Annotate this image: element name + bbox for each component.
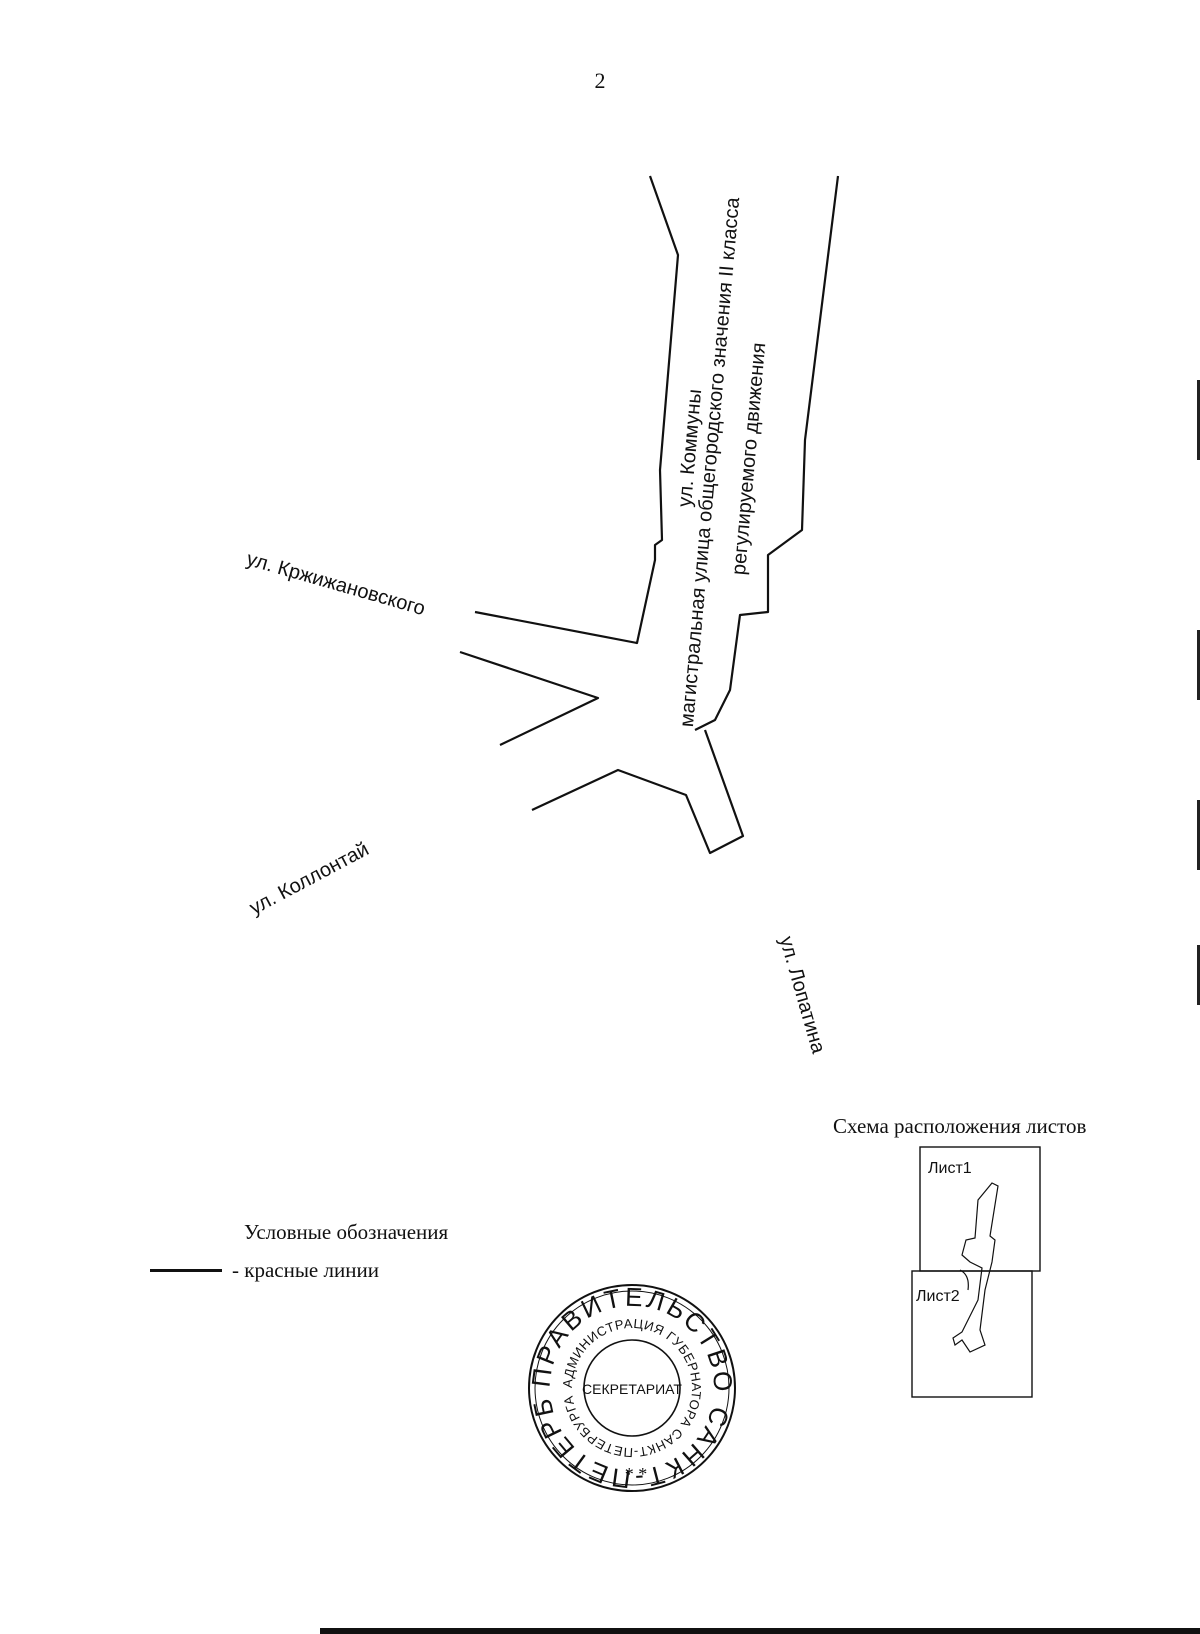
scan-bottom-edge bbox=[320, 1628, 1200, 1634]
sheet2-frame bbox=[911, 1270, 1033, 1398]
scan-edge-mark bbox=[1197, 800, 1200, 870]
sheet-outline bbox=[952, 1182, 999, 1353]
legend-red-lines: - красные линии bbox=[150, 1258, 379, 1283]
legend-red-lines-label: - красные линии bbox=[232, 1258, 379, 1282]
red-line-wedge bbox=[459, 650, 600, 746]
scan-edge-mark bbox=[1197, 630, 1200, 700]
legend-line-sample bbox=[150, 1269, 222, 1272]
red-line-kommuny-west bbox=[474, 175, 680, 645]
scan-edge-mark bbox=[1197, 945, 1200, 1005]
red-line-kollontai bbox=[531, 729, 745, 855]
stamp-center-text: СЕКРЕТАРИАТ bbox=[582, 1381, 682, 1397]
scheme-title: Схема расположения листов bbox=[833, 1114, 1087, 1138]
sheet2-label: Лист2 bbox=[916, 1288, 960, 1305]
scan-edge-mark bbox=[1197, 380, 1200, 460]
svg-text:* *: * * bbox=[625, 1464, 648, 1484]
sheet1-label: Лист1 bbox=[928, 1160, 972, 1177]
red-line-kommuny-east bbox=[694, 175, 840, 731]
legend-title: Условные обозначения bbox=[244, 1220, 449, 1244]
page-number: 2 bbox=[594, 68, 606, 93]
sheet-scheme bbox=[911, 1146, 1041, 1398]
